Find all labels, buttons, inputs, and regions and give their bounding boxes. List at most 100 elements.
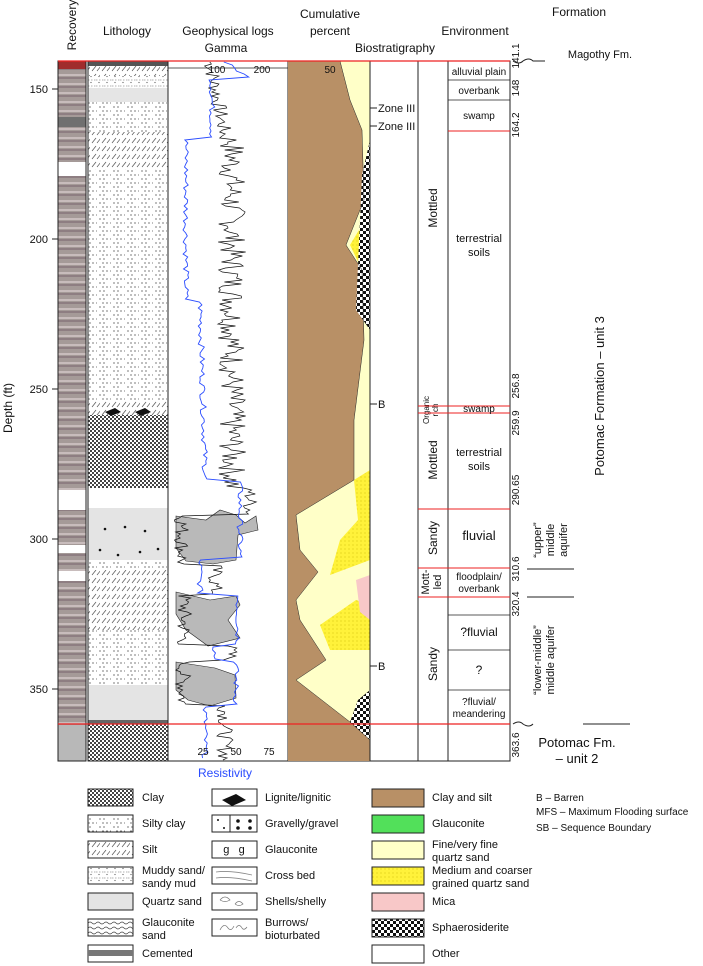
abbr-sb: SB – Sequence Boundary	[536, 823, 651, 834]
resistivity-label: Resistivity	[198, 766, 252, 780]
env-soils-1: soils	[468, 247, 491, 259]
legend-cemented: Cemented	[142, 948, 193, 960]
depth-label-290: 290.65	[511, 474, 522, 505]
sphaerosiderite-area	[350, 140, 370, 740]
gamma-header: Gamma	[205, 41, 248, 55]
upper-aquifer-line-3: aquifer	[558, 523, 570, 557]
legend-sphaerosiderite: Sphaerosiderite	[432, 922, 509, 934]
facies-organic: Organic	[422, 396, 431, 424]
env-fluvial-query: ?fluvial	[460, 625, 497, 639]
gamma-fill-lower	[175, 591, 241, 647]
env-alluvial-plain: alluvial plain	[452, 67, 506, 78]
abbr-barren: B – Barren	[536, 793, 584, 804]
upper-aquifer-line-2: middle	[545, 524, 557, 556]
depth-axis: Depth (ft) 150 200 250 300 350	[1, 84, 58, 696]
env-overbank-2: overbank	[458, 584, 500, 595]
env-overbank: overbank	[458, 86, 500, 97]
legend-quartz-sand: Quartz sand	[142, 896, 202, 908]
medium-sand-area	[320, 225, 370, 650]
lithology-header: Lithology	[103, 24, 151, 38]
legend-gravel: Gravelly/gravel	[265, 818, 338, 830]
gamma-tick-100: 100	[209, 65, 226, 76]
barren-label-1: B	[378, 399, 385, 411]
environment-header: Environment	[441, 24, 509, 38]
resistivity-tick-25: 25	[197, 747, 209, 758]
potomac-unit2-label-1: Potomac Fm.	[538, 735, 615, 750]
depth-label-259: 259.9	[511, 410, 522, 435]
cumulative-header: Cumulative	[300, 7, 360, 21]
shells-symbol	[219, 896, 244, 906]
legend-clay: Clay	[142, 792, 165, 804]
env-swamp-1: swamp	[463, 111, 495, 122]
env-unknown: ?	[476, 663, 483, 677]
facies-sandy-2: Sandy	[426, 647, 440, 681]
depth-label-148: 148	[511, 79, 522, 96]
legend: Clay Silty clay Silt Muddy sand/ sandy m…	[87, 788, 689, 964]
legend-fine-sand-2: quartz sand	[432, 852, 489, 864]
env-fluvial-meandering-1: ?fluvial/	[462, 697, 496, 708]
legend-clay-silt: Clay and silt	[432, 792, 492, 804]
legend-cross-bed: Cross bed	[265, 870, 315, 882]
recovery-column	[57, 60, 87, 762]
gamma-fill-bottom	[175, 661, 237, 707]
percent-header: percent	[310, 24, 351, 38]
legend-muddy-sand: Muddy sand/	[142, 865, 206, 877]
legend-silt: Silt	[142, 844, 157, 856]
facies-rich: rich	[431, 404, 440, 417]
recovery-header: Recovery	[65, 0, 79, 50]
legend-other: Other	[432, 948, 460, 960]
magothy-formation-label: Magothy Fm.	[568, 49, 632, 61]
depth-tick-150: 150	[30, 84, 48, 96]
geophysical-logs-column	[167, 60, 289, 762]
legend-glauconite-sand-2: sand	[142, 930, 166, 942]
env-terrestrial-2: terrestrial	[456, 447, 502, 459]
env-fluvial-meandering-2: meandering	[453, 709, 506, 720]
depth-label-310: 310.6	[511, 556, 522, 581]
biostratigraphy-column: Zone III Zone III B B	[369, 60, 419, 762]
facies-mott: Mott-	[420, 569, 432, 594]
depth-tick-300: 300	[30, 534, 48, 546]
lower-aquifer-line-1: “lower-middle”	[532, 625, 544, 695]
facies-sandy-1: Sandy	[426, 521, 440, 555]
legend-sandy-mud: sandy mud	[142, 878, 196, 890]
depth-label-141: 141.1	[511, 43, 522, 68]
depth-tick-350: 350	[30, 684, 48, 696]
legend-burrows-2: bioturbated	[265, 930, 320, 942]
legend-burrows-1: Burrows/	[265, 917, 309, 929]
zone-iii-label-1: Zone III	[378, 103, 415, 115]
depth-label-320: 320.4	[511, 591, 522, 616]
zone-iii-label-2: Zone III	[378, 121, 415, 133]
cumulative-tick-50: 50	[324, 65, 336, 76]
legend-mica: Mica	[432, 896, 456, 908]
resistivity-tick-50: 50	[230, 747, 242, 758]
gamma-tick-200: 200	[254, 65, 271, 76]
gamma-fill-upper	[175, 509, 259, 565]
depth-label-256: 256.8	[511, 373, 522, 398]
depth-label-164: 164.2	[511, 112, 522, 137]
env-swamp-2: swamp	[463, 404, 495, 415]
cumulative-percent-column	[287, 60, 371, 762]
geophysical-logs-header: Geophysical logs	[182, 24, 273, 38]
barren-label-2: B	[378, 661, 385, 673]
environment-column: alluvial plain overbank swamp terrestria…	[418, 60, 511, 762]
biostratigraphy-header: Biostratigraphy	[355, 41, 435, 55]
facies-led: led	[432, 575, 444, 590]
legend-lignite: Lignite/lignitic	[265, 792, 332, 804]
mica-area	[356, 575, 370, 620]
lower-aquifer-line-2: middle aquifer	[545, 625, 557, 694]
env-soils-2: soils	[468, 461, 491, 473]
legend-glauconite-sand-1: Glauconite	[142, 917, 195, 929]
facies-mottled-1: Mottled	[426, 188, 440, 227]
potomac-unit3-label: Potomac Formation – unit 3	[592, 316, 607, 476]
gamma-log-curve	[173, 61, 258, 761]
formation-header: Formation	[552, 5, 606, 19]
legend-medium-sand-2: grained quartz sand	[432, 878, 529, 890]
legend-glauconite: Glauconite	[432, 818, 485, 830]
depth-tick-250: 250	[30, 384, 48, 396]
formation-column: Magothy Fm. Potomac Formation – unit 3 “…	[512, 49, 632, 766]
depth-tick-200: 200	[30, 234, 48, 246]
lithology-column	[87, 60, 169, 762]
boundary-depth-labels: 141.1 148 164.2 256.8 259.9 290.65 310.6…	[511, 43, 522, 757]
facies-mottled-2: Mottled	[426, 440, 440, 479]
